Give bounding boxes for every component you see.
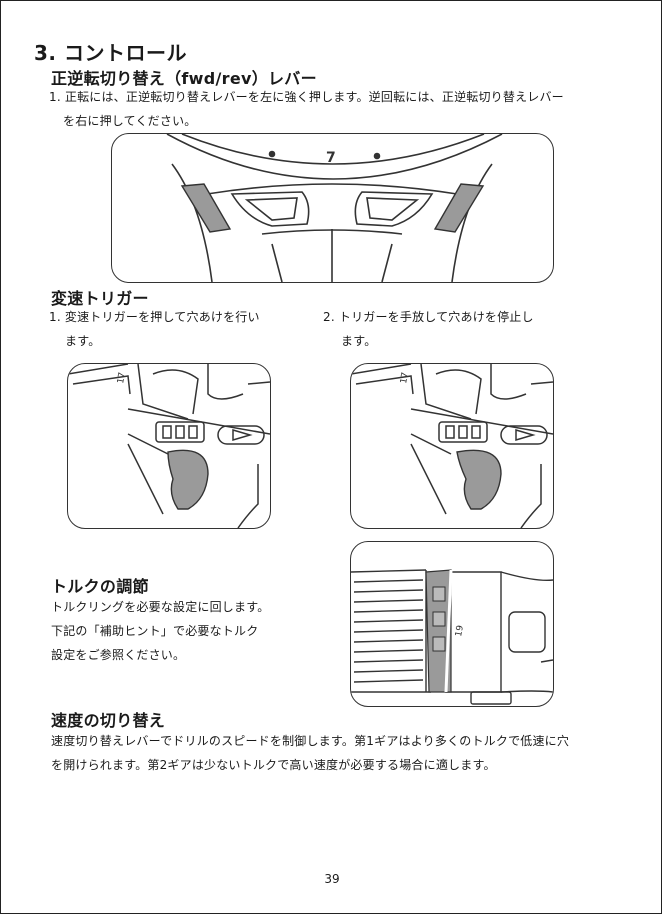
clutch-number-label-1: 17 <box>116 372 128 385</box>
speed-trigger-step2: 2. トリガーを手放して穴あけを停止し ます。 <box>323 305 534 353</box>
drill-trigger-drawing-released: 17 <box>351 364 553 528</box>
chapter-title: 3. コントロール <box>34 41 187 65</box>
trigger-released-illustration: 17 <box>350 363 554 529</box>
fwd-rev-heading: 正逆転切り替え（fwd/rev）レバー <box>51 69 317 88</box>
speed-trigger-step1: 1. 変速トリガーを押して穴あけを行い ます。 <box>49 305 260 353</box>
speed-switch-line2: を開けられます。第2ギアは少ないトルクで高い速度が必要する場合に適します。 <box>51 758 496 772</box>
torque-text: トルクリングを必要な設定に回します。 下記の「補助ヒント」で必要なトルク 設定を… <box>51 595 269 667</box>
speed-switch-line1: 速度切り替えレバーでドリルのスピードを制御します。第1ギアはより多くのトルクで低… <box>51 734 570 748</box>
speed-trigger-step2-line2: ます。 <box>341 334 377 348</box>
speed-trigger-step2-line1: 2. トリガーを手放して穴あけを停止し <box>323 310 534 324</box>
torque-line2: 下記の「補助ヒント」で必要なトルク <box>51 624 259 638</box>
torque-line3: 設定をご参照ください。 <box>51 648 186 662</box>
page-number: 39 <box>324 872 340 886</box>
drill-torque-ring-drawing: 19 <box>351 569 553 705</box>
trigger-pressed-illustration: 17 <box>67 363 271 529</box>
speed-trigger-step1-line2: ます。 <box>65 334 101 348</box>
clutch-number-label-2: 17 <box>399 372 411 385</box>
speed-trigger-heading: 変速トリガー <box>51 289 149 308</box>
fwd-rev-step1-line1: 1. 正転には、正逆転切り替えレバーを左に強く押します。逆回転には、正逆転切り替… <box>49 90 564 104</box>
speed-switch-heading: 速度の切り替え <box>51 711 166 730</box>
drill-top-view-drawing: 7 <box>166 134 503 282</box>
speed-switch-text: 速度切り替えレバーでドリルのスピードを制御します。第1ギアはより多くのトルクで低… <box>51 729 569 777</box>
speed-trigger-step1-line1: 1. 変速トリガーを押して穴あけを行い <box>49 310 260 324</box>
torque-line1: トルクリングを必要な設定に回します。 <box>51 600 270 614</box>
fwd-rev-step1-line2: を右に押してください。 <box>63 114 197 128</box>
fwd-rev-lever-illustration: 7 <box>111 133 554 283</box>
torque-heading: トルクの調節 <box>51 577 149 596</box>
dial-number-label: 7 <box>326 150 336 166</box>
torque-ring-number-label: 19 <box>454 624 466 637</box>
fwd-rev-step1: 1. 正転には、正逆転切り替えレバーを左に強く押します。逆回転には、正逆転切り替… <box>49 85 649 133</box>
torque-ring-illustration: 19 <box>350 541 554 707</box>
drill-trigger-drawing-pressed: 17 <box>68 364 270 528</box>
